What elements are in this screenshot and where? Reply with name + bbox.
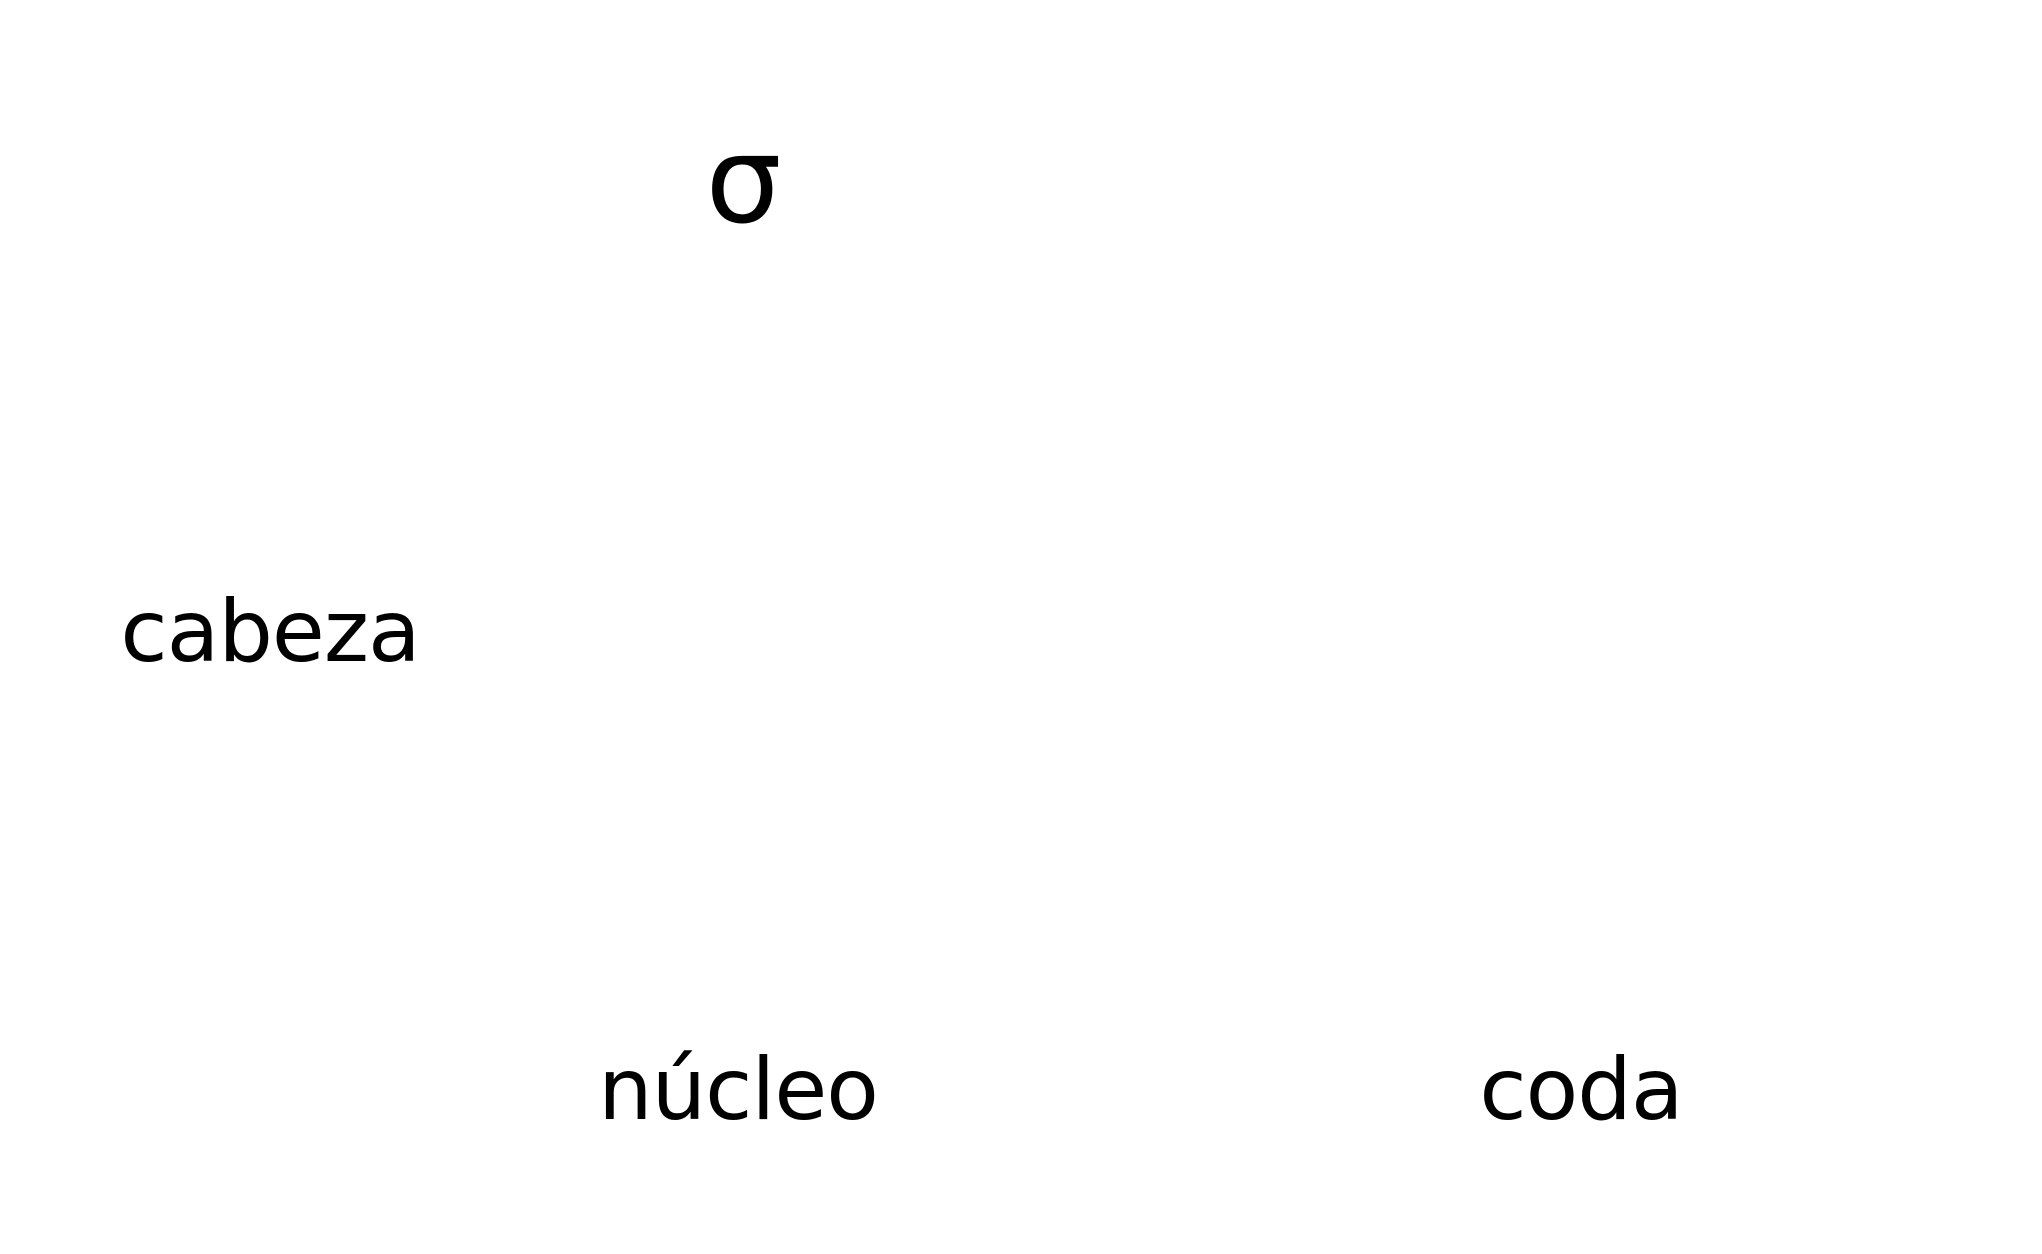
coda-label: coda xyxy=(1479,1040,1683,1140)
nucleus-label: núcleo xyxy=(598,1040,879,1140)
onset-label: cabeza xyxy=(120,582,420,682)
syllable-sigma-label: σ xyxy=(705,112,781,251)
